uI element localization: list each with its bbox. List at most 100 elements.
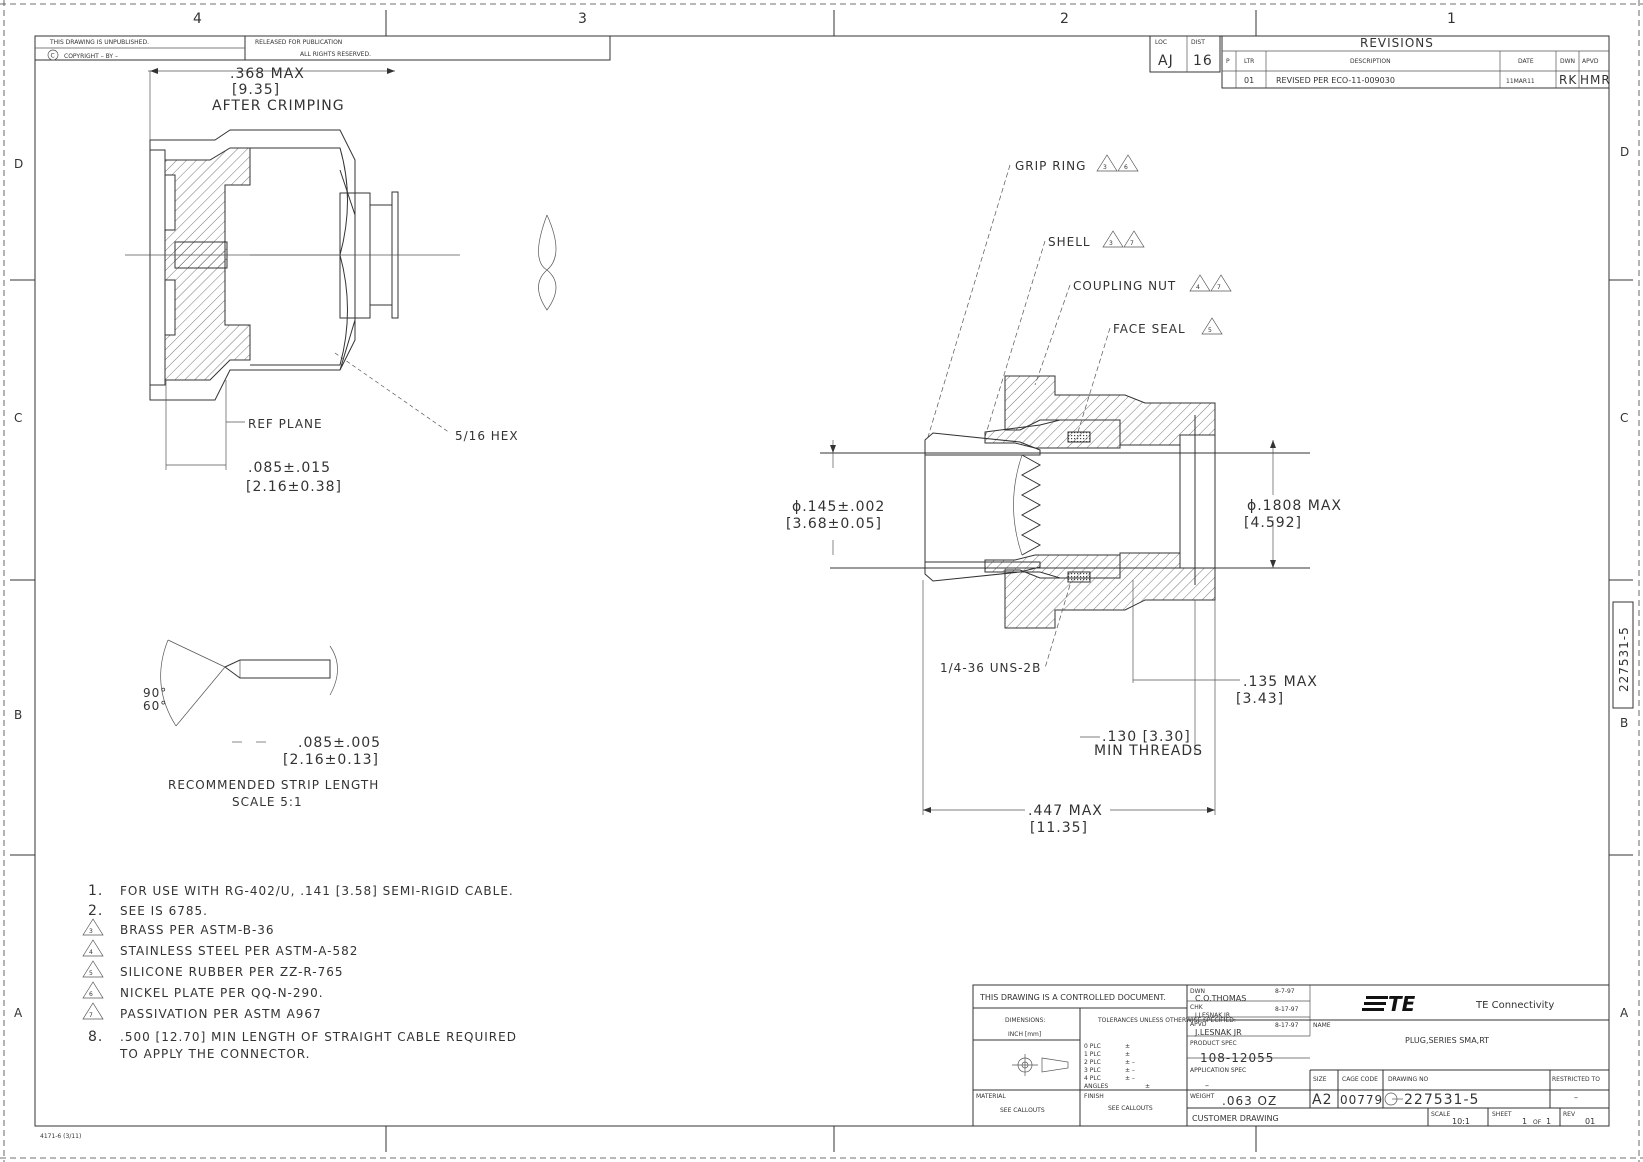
grip-ring-flags: 3 6: [1096, 154, 1139, 172]
note-flag-icon: [1123, 230, 1145, 248]
hex-label: 5/16 HEX: [455, 429, 519, 443]
inner-frame: [34, 35, 1610, 1127]
restricted-value: –: [1574, 1093, 1578, 1102]
rev-dwn: RK: [1559, 73, 1577, 87]
rev-header-p: P: [1226, 58, 1230, 65]
note-number: 8.: [88, 1029, 103, 1045]
apvd-value: J.LESNAK JR: [1194, 1028, 1242, 1037]
after-crimping-label: AFTER CRIMPING: [212, 98, 345, 114]
dimensions-label: DIMENSIONS:: [1005, 1017, 1045, 1024]
copyright-text: COPYRIGHT – BY –: [64, 53, 118, 60]
svg-text:1 PLC: 1 PLC: [1084, 1051, 1101, 1058]
zone-label-d-left: D: [14, 157, 24, 171]
rev-header-date: DATE: [1518, 58, 1534, 65]
face-seal-label: FACE SEAL: [1113, 322, 1186, 336]
svg-text:0 PLC: 0 PLC: [1084, 1043, 1101, 1050]
zone-label-a-right: A: [1620, 1006, 1629, 1020]
size-value: A2: [1312, 1092, 1332, 1108]
rev-header-apvd: APVD: [1582, 58, 1599, 65]
tolerances-label: TOLERANCES UNLESS OTHERWISE SPECIFIED:: [1097, 1017, 1236, 1024]
ref-plane-dim-mm: [2.16±0.38]: [246, 479, 342, 495]
note-flag-icon: [82, 939, 104, 957]
face-seal-flags: 5: [1201, 317, 1223, 335]
apvd-date: 8-17-97: [1275, 1022, 1299, 1029]
material-label: MATERIAL: [976, 1093, 1006, 1100]
brand-logo-text: TE: [1388, 992, 1416, 1016]
coupling-nut-label: COUPLING NUT: [1073, 279, 1176, 293]
rev-ltr: 01: [1244, 76, 1254, 85]
grip-ring-label: GRIP RING: [1015, 159, 1086, 173]
title-block: [972, 984, 1610, 1127]
zone-label-c-right: C: [1620, 411, 1629, 425]
released-text: RELEASED FOR PUBLICATION: [255, 39, 342, 46]
min-threads-label: MIN THREADS: [1094, 743, 1203, 759]
side-tab: 227531-5: [1612, 601, 1634, 709]
strip-scale: SCALE 5:1: [232, 795, 303, 809]
weight-label: WEIGHT: [1190, 1093, 1215, 1100]
product-spec-value: 108-12055: [1200, 1051, 1274, 1065]
company-name: TE Connectivity: [1475, 1000, 1554, 1011]
rev-date: 11MAR11: [1506, 78, 1535, 85]
shell-label: SHELL: [1048, 235, 1091, 249]
zone-label-4: 4: [193, 11, 203, 27]
section-view: [820, 164, 1310, 815]
note-flag-icon: [82, 918, 104, 936]
cage-code-value: 00779: [1340, 1093, 1383, 1107]
rev-label: REV: [1563, 1111, 1576, 1118]
size-label: SIZE: [1313, 1076, 1327, 1083]
thread-callout: 1/4-36 UNS-2B: [940, 661, 1041, 675]
rev-description: REVISED PER ECO-11-009030: [1276, 76, 1395, 85]
zone-label-c-left: C: [14, 411, 23, 425]
svg-text:±: ±: [1125, 1051, 1130, 1058]
controlled-document: THIS DRAWING IS A CONTROLLED DOCUMENT.: [979, 993, 1166, 1002]
min-threads-dim: .130 [3.30]: [1102, 729, 1191, 745]
note-number: 1.: [88, 883, 103, 899]
rev-header-ltr: LTR: [1244, 58, 1254, 65]
ref-plane-label: REF PLANE: [248, 417, 323, 431]
bore-diameter-dim-mm: [3.68±0.05]: [786, 516, 882, 532]
svg-text:C: C: [51, 53, 55, 60]
form-number: 4171-6 (3/11): [40, 1133, 81, 1140]
drawing-no-label: DRAWING NO: [1388, 1076, 1429, 1083]
loc-value: AJ: [1158, 53, 1174, 69]
shell-flags: 3 7: [1102, 230, 1145, 248]
tolerance-rows: 0 PLC 1 PLC 2 PLC 3 PLC 4 PLC ANGLES ± ±…: [1084, 1043, 1150, 1090]
depth-dim: .135 MAX: [1243, 674, 1318, 690]
name-label: NAME: [1313, 1022, 1331, 1029]
product-name: PLUG,SERIES SMA,RT: [1405, 1036, 1489, 1045]
chk-value: J.LESNAK JR: [1194, 1012, 1230, 1019]
note-text: BRASS PER ASTM-B-36: [120, 923, 275, 937]
svg-text:±: ±: [1125, 1043, 1130, 1050]
dist-value: 16: [1193, 53, 1213, 69]
dwn-date: 8-7-97: [1275, 988, 1295, 995]
svg-text:4: 4: [1196, 284, 1200, 291]
svg-text:± –: ± –: [1125, 1067, 1135, 1074]
material-value: SEE CALLOUTS: [1000, 1107, 1045, 1114]
note-text: NICKEL PLATE PER QQ-N-290.: [120, 986, 324, 1000]
rev-value: 01: [1585, 1117, 1595, 1126]
note-text: PASSIVATION PER ASTM A967: [120, 1007, 322, 1021]
cage-code-label: CAGE CODE: [1342, 1076, 1378, 1083]
revisions-title: REVISIONS: [1360, 36, 1434, 50]
note-text: SILICONE RUBBER PER ZZ-R-765: [120, 965, 344, 979]
loc-label: LOC: [1155, 39, 1167, 46]
copyright-block: THIS DRAWING IS UNPUBLISHED. C COPYRIGHT…: [34, 35, 611, 61]
finish-value: SEE CALLOUTS: [1108, 1105, 1153, 1112]
svg-text:3: 3: [1109, 240, 1113, 247]
customer-drawing-label: CUSTOMER DRAWING: [1192, 1114, 1279, 1123]
overall-length-dim: .447 MAX: [1028, 803, 1103, 819]
note-flag-icon: [82, 981, 104, 999]
crimped-plug-view: [125, 68, 557, 470]
dist-label: DIST: [1191, 39, 1205, 46]
sheet-label: SHEET: [1492, 1111, 1512, 1118]
note-flag-icon: [82, 1002, 104, 1020]
scale-label: SCALE: [1431, 1111, 1450, 1118]
thread-diameter-dim: ϕ.1808 MAX: [1247, 498, 1342, 514]
ref-plane-dim: .085±.015: [248, 460, 331, 476]
chk-label: CHK: [1190, 1004, 1204, 1011]
rev-header-description: DESCRIPTION: [1350, 58, 1391, 65]
dwn-label: DWN: [1190, 988, 1205, 995]
svg-text:7: 7: [1130, 240, 1134, 247]
